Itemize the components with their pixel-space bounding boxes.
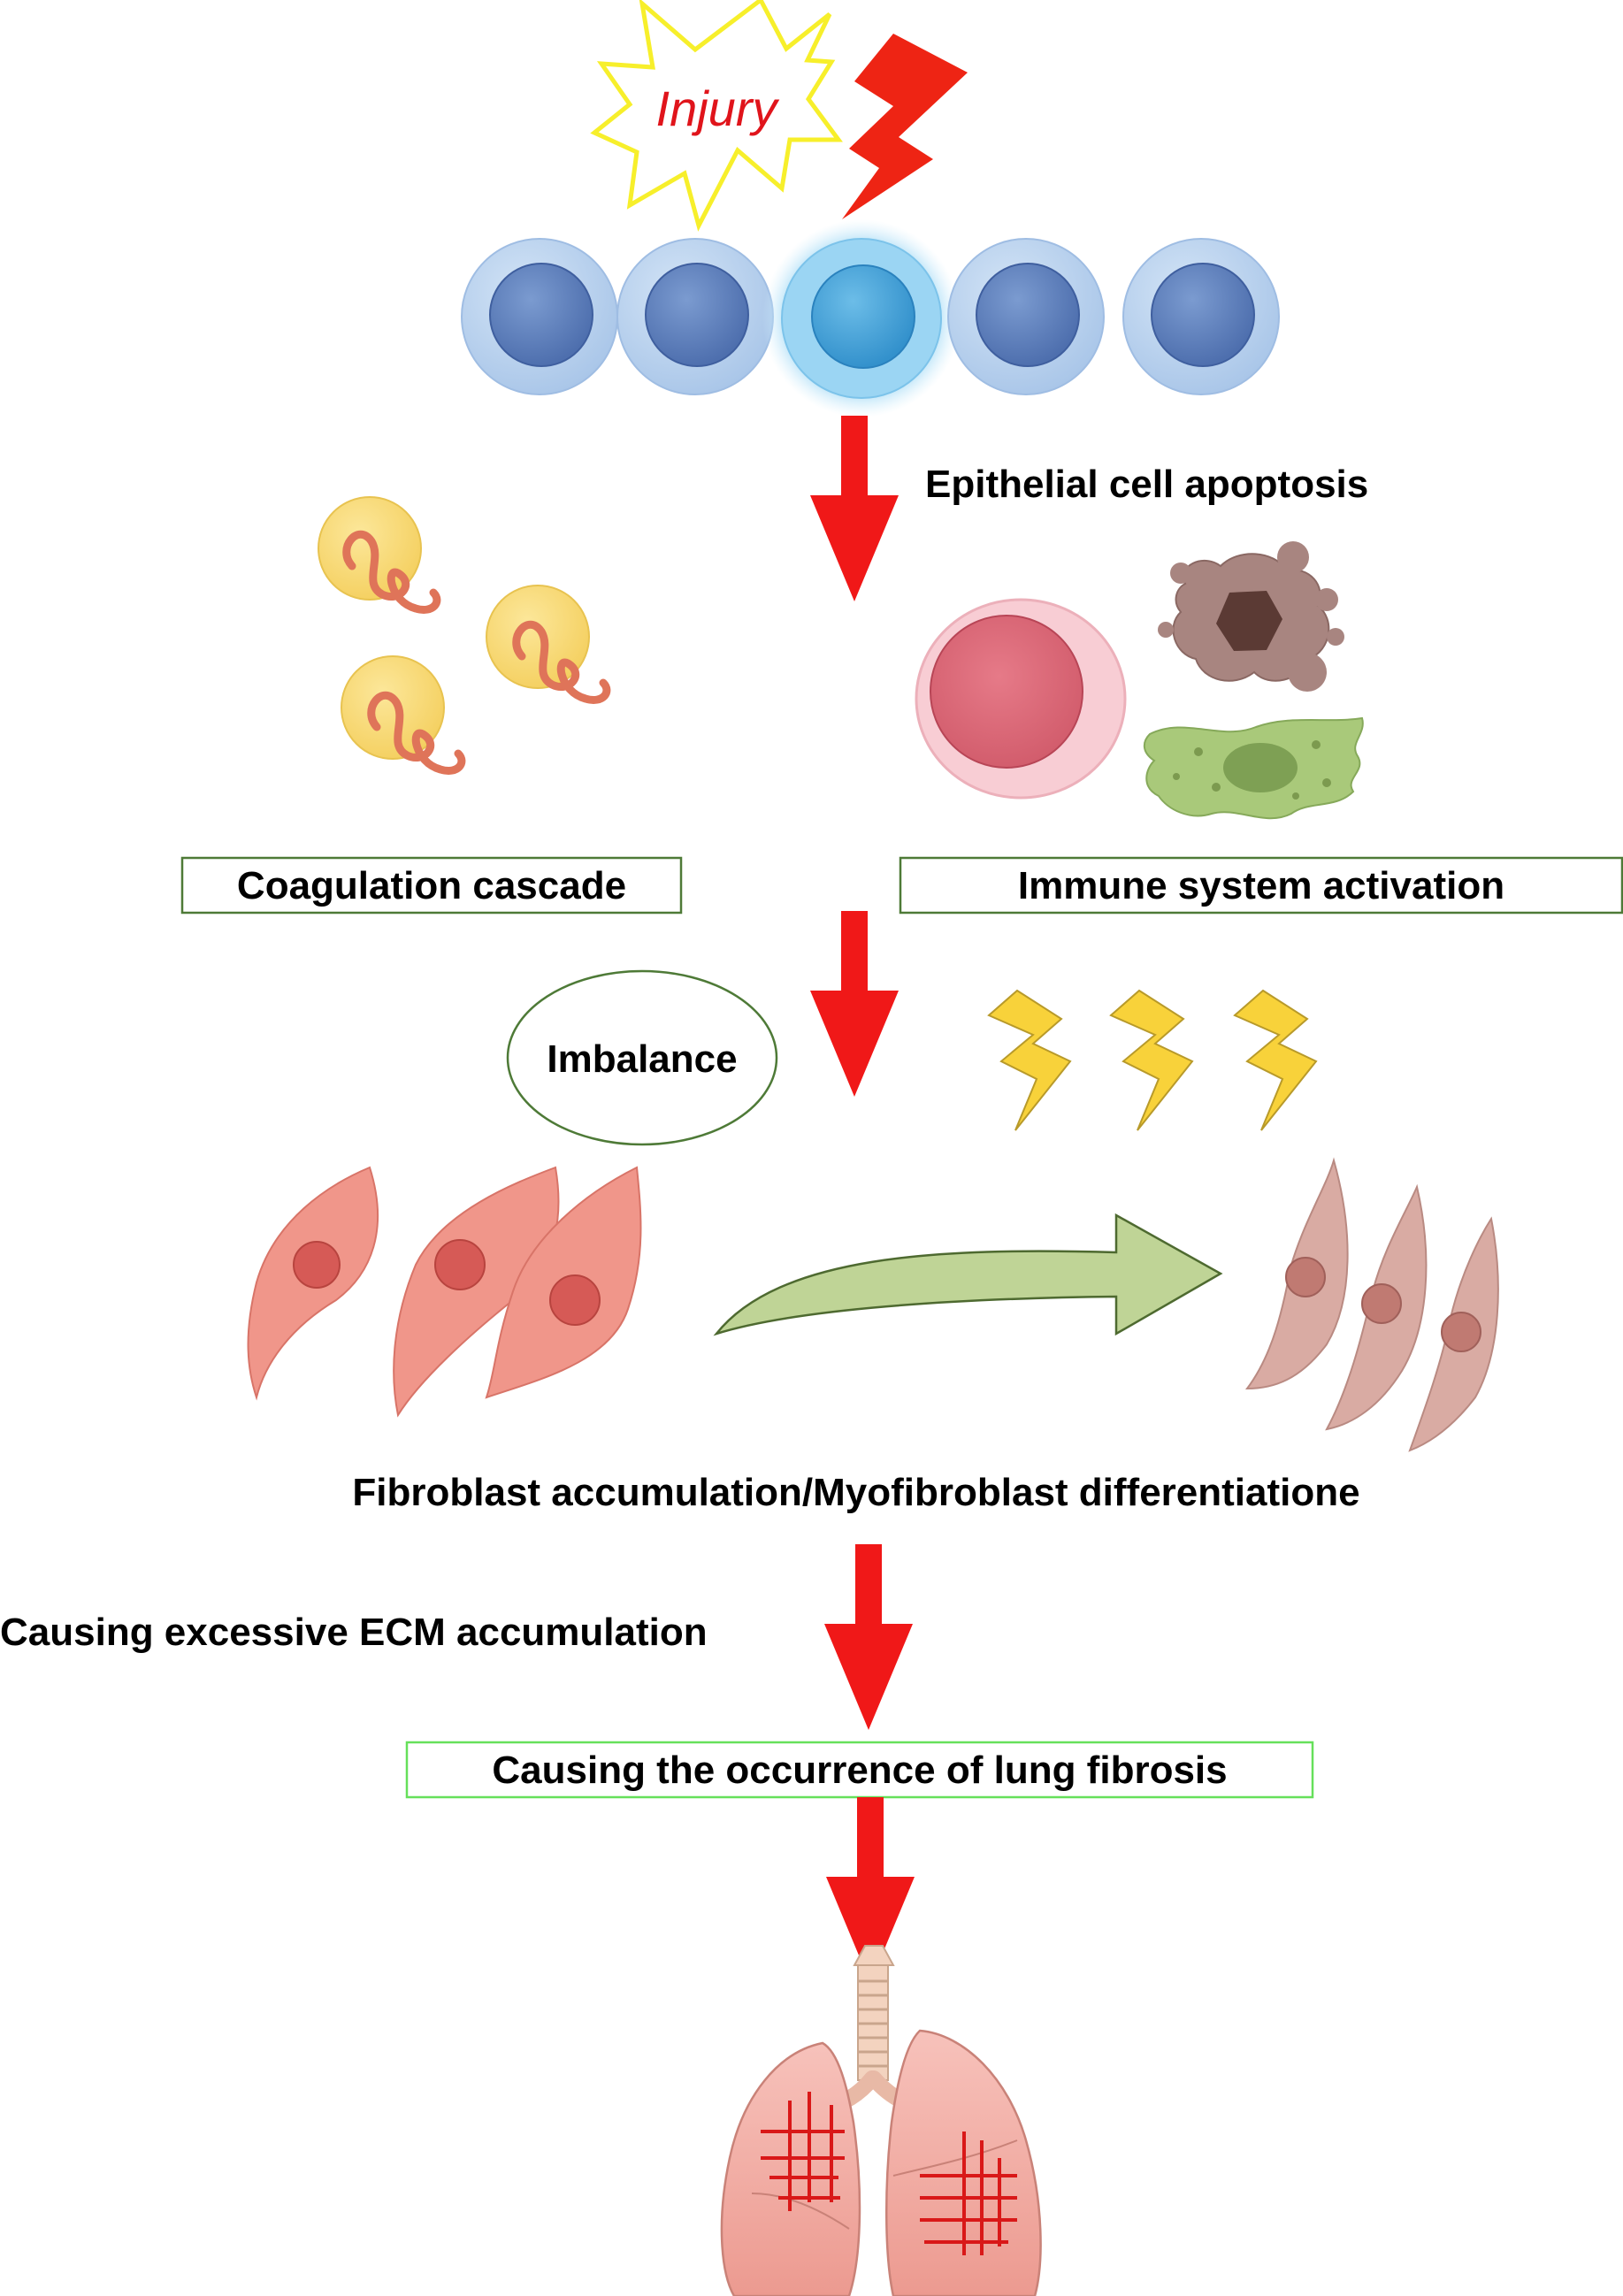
differentiation-arrow [713,1213,1223,1336]
myofibroblast-group [1245,1157,1499,1452]
platelet-icon [486,585,611,704]
flow-arrow-1 [810,416,899,601]
immune-cell-group [915,541,1364,820]
lightning-bolt-icon [987,989,1072,1131]
coagulation-box [180,856,683,915]
fibroblast-icon [247,1166,379,1401]
epithelial-cell-row [461,219,1280,417]
lightning-bolt-icon [1233,989,1318,1131]
injury-starburst-icon: Injury [590,0,843,232]
platelet-group [318,496,611,775]
fibrosis-hatch-left [761,2092,845,2211]
myofibroblast-icon [1325,1183,1428,1431]
immune-box [899,856,1623,915]
lymphocyte-icon [915,598,1127,800]
apoptotic-epithelial-cell-icon [762,219,961,417]
fibrosis-hatch-right [920,2131,1017,2255]
epithelial-cell-icon [947,238,1105,395]
epithelial-apoptosis-label: Epithelial cell apoptosis [925,463,1368,506]
fibroblast-group [247,1166,642,1418]
fibroblast-label: Fibroblast accumulation/Myofibroblast di… [352,1471,1359,1514]
imbalance-ellipse [506,969,778,1146]
injury-label: Injury [656,80,780,136]
lightning-bolt-icon [842,34,968,219]
myofibroblast-icon [1408,1216,1499,1452]
flow-arrow-2 [810,911,899,1097]
coagulation-label: Coagulation cascade [237,864,626,907]
epithelial-cell-icon [1122,238,1280,395]
necrotic-cell-icon [1158,541,1344,692]
macrophage-icon [1143,716,1364,820]
lightning-bolt-icon [1109,989,1194,1131]
fibrosis-label: Causing the occurrence of lung fibrosis [492,1749,1227,1792]
flow-arrow-3 [824,1544,913,1730]
platelet-icon [318,496,441,614]
myofibroblast-icon [1245,1157,1349,1390]
immune-label: Immune system activation [1018,864,1504,907]
yellow-bolt-group [987,989,1318,1131]
epithelial-cell-icon [616,238,774,395]
ecm-label: Causing excessive ECM accumulation [0,1611,708,1654]
lungs-icon [720,1945,1042,2296]
fibrosis-box [405,1741,1314,1799]
fibroblast-icon [485,1166,642,1399]
platelet-icon [341,655,466,775]
epithelial-cell-icon [461,238,618,395]
imbalance-label: Imbalance [547,1037,737,1081]
